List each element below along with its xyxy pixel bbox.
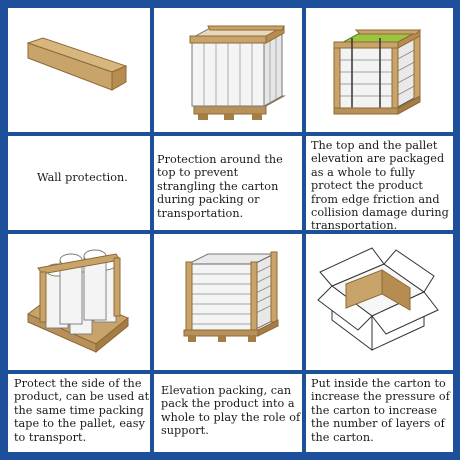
caption-side-protection: Protect the side of the product, can be …: [14, 377, 150, 444]
illustration-side-protection: [8, 234, 150, 370]
caption-cell-5: Elevation packing, can pack the product …: [154, 374, 302, 452]
caption-wall-protection: Wall protection.: [37, 171, 128, 184]
elevation-packed-pallet-icon: [183, 251, 279, 342]
caption-full-protection: The top and the pallet elevation are pac…: [311, 139, 449, 230]
caption-carton-inner: Put inside the carton to increase the pr…: [311, 377, 450, 444]
caption-cell-4: Protect the side of the product, can be …: [8, 374, 150, 452]
open-carton-icon: [317, 247, 439, 351]
fully-protected-pallet-icon: [333, 29, 422, 115]
caption-top-protection: Protection around the top to prevent str…: [157, 153, 283, 220]
top-edge-protected-pallet-icon: [189, 25, 286, 120]
illustration-top-protection: [154, 8, 302, 132]
rolls-on-pallet-icon: [27, 249, 129, 354]
illustration-elevation-packing: [154, 234, 302, 370]
caption-cell-1: Wall protection.: [8, 136, 150, 230]
caption-cell-3: The top and the pallet elevation are pac…: [306, 136, 453, 230]
caption-cell-2: Protection around the top to prevent str…: [154, 136, 302, 230]
caption-elevation-packing: Elevation packing, can pack the product …: [161, 384, 301, 438]
illustration-wall-protection: [8, 8, 150, 132]
edge-protector-angle-icon: [26, 37, 128, 91]
illustration-full-protection: [306, 8, 453, 132]
caption-cell-6: Put inside the carton to increase the pr…: [306, 374, 453, 452]
illustration-carton-inner: [306, 234, 453, 370]
